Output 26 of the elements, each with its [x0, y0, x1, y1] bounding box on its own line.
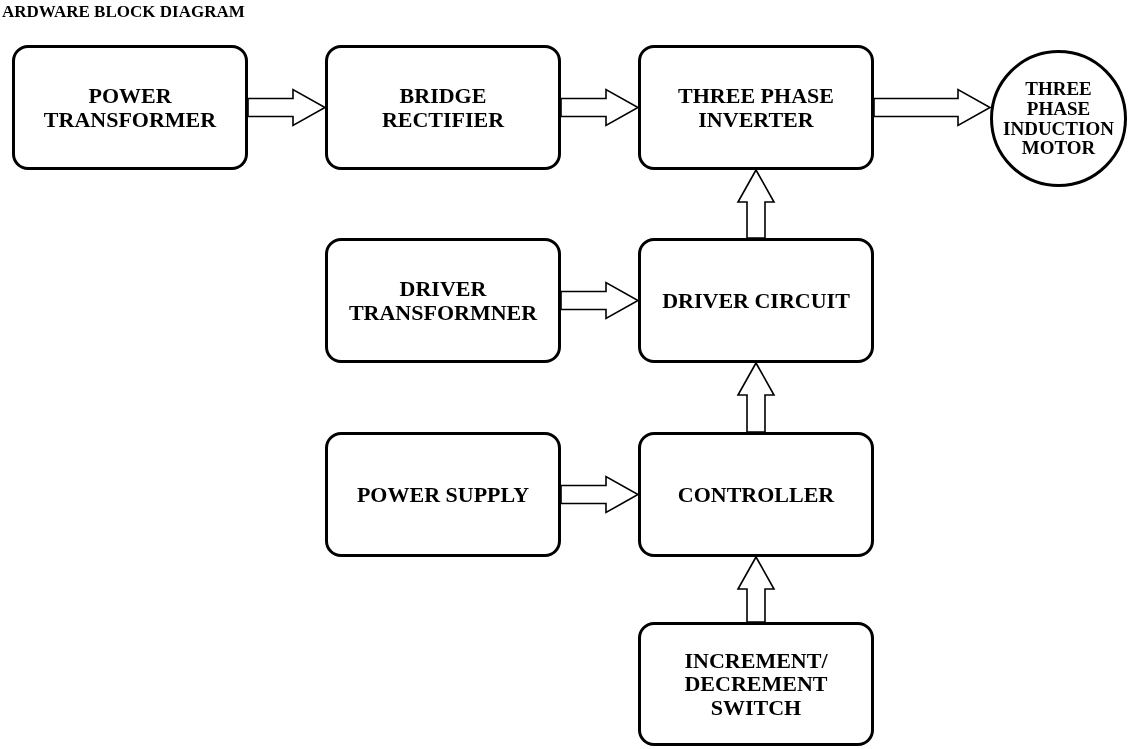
block-arrow — [560, 475, 640, 514]
block-arrow — [873, 88, 992, 127]
node-label: DRIVER CIRCUIT — [662, 288, 850, 313]
block-arrow — [736, 555, 776, 623]
node-label: INCREMENT/ DECREMENT SWITCH — [683, 649, 829, 719]
node-label: DRIVER TRANSFORMNER — [348, 277, 538, 324]
block-arrow — [736, 168, 776, 239]
process-box — [12, 45, 248, 170]
process-box — [638, 622, 874, 746]
block-arrow — [736, 361, 776, 433]
diagram-title: ARDWARE BLOCK DIAGRAM — [2, 2, 245, 22]
process-box — [638, 45, 874, 170]
block-arrow — [247, 88, 327, 127]
node-label: THREE PHASE INVERTER — [677, 84, 835, 131]
node-label: BRIDGE RECTIFIER — [380, 84, 506, 131]
process-box — [638, 432, 874, 557]
node-label: THREE PHASE INDUCTION MOTOR — [1002, 78, 1115, 159]
node-label: POWER TRANSFORMER — [42, 84, 218, 131]
process-box — [325, 238, 561, 363]
node-label: POWER SUPPLY — [356, 482, 530, 507]
process-box — [325, 432, 561, 557]
process-box — [325, 45, 561, 170]
block-arrow — [560, 88, 640, 127]
process-box — [638, 238, 874, 363]
node-label: CONTROLLER — [677, 482, 835, 507]
block-arrow — [560, 281, 640, 320]
